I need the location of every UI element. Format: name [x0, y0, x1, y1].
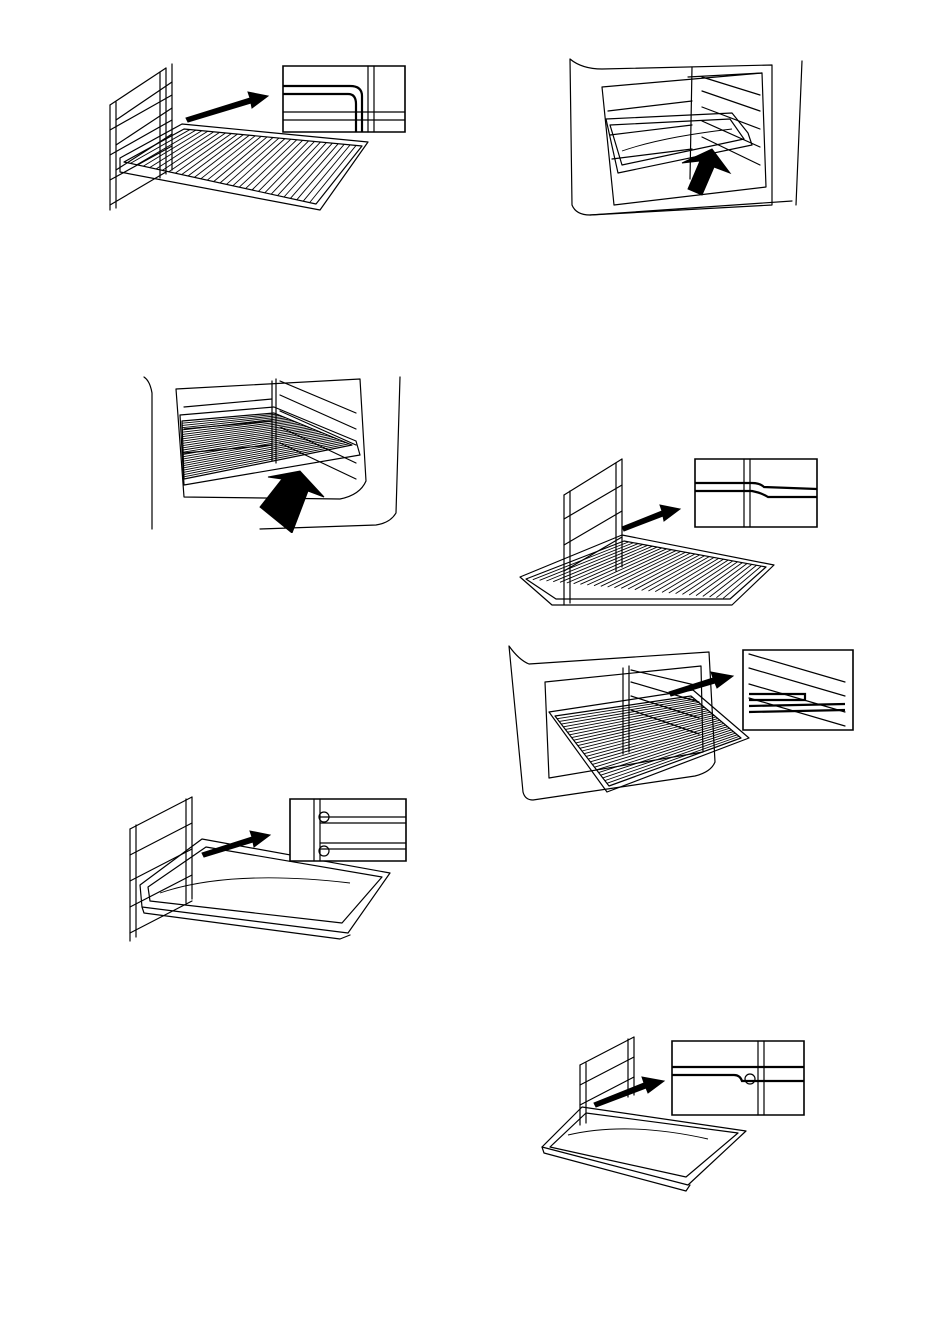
shelf-wire	[608, 551, 681, 587]
fig-tray-on-side-rail	[120, 795, 410, 945]
shelf-wire	[258, 141, 308, 192]
shelf-wire	[682, 561, 732, 594]
shelf-wire	[601, 551, 676, 587]
wire-shelf-in-oven-detail-icon	[505, 642, 857, 802]
shelf-wire	[214, 137, 267, 182]
shelf-wire	[271, 142, 320, 194]
shelf-wire	[220, 138, 273, 184]
shelf-wire	[310, 145, 356, 202]
shelf-wire	[226, 138, 279, 184]
fig-wire-shelf-into-oven	[140, 373, 410, 533]
shelf-wire	[703, 564, 747, 597]
wire-shelf-on-side-rail-icon	[100, 60, 410, 220]
shelf-wire	[184, 444, 349, 477]
tray-on-side-rail-icon	[120, 795, 410, 945]
tray-on-rail-detail-icon	[538, 1035, 810, 1195]
shelf-wire	[689, 562, 737, 595]
shelf-wire	[233, 139, 285, 186]
shelf-wire	[246, 140, 297, 189]
wire-shelf-into-oven-icon	[140, 373, 410, 533]
fig-wire-shelf-in-oven-detail	[505, 642, 857, 802]
fig-tray-on-rail-detail	[538, 1035, 810, 1195]
tray-into-oven-icon	[562, 55, 812, 217]
fig-wire-shelf-on-side-rail	[100, 60, 410, 220]
fig-wire-shelf-on-rail-detail	[512, 455, 822, 610]
shelf-wire	[252, 140, 303, 190]
shelf-wire	[207, 136, 261, 180]
shelf-wire	[265, 141, 315, 192]
fig-tray-into-oven	[562, 55, 812, 217]
wire-shelf-on-rail-detail-icon	[512, 455, 822, 610]
shelf-wire	[239, 139, 291, 187]
